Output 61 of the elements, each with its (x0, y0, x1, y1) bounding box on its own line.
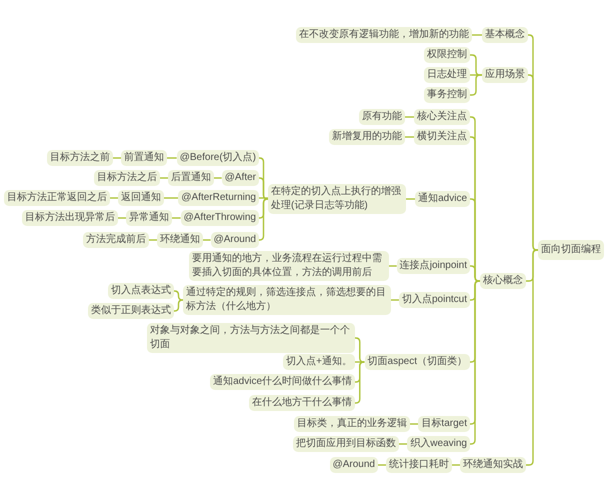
topic-node: 返回通知 (118, 190, 164, 206)
topic-node: 类似于正则表达式 (88, 303, 174, 319)
topic-node: 对象与对象之间，方法与方法之间都是一个个切面 (147, 323, 355, 353)
topic-node: 连接点joinpoint (396, 258, 470, 274)
topic-node: 方法完成前后 (83, 232, 149, 248)
topic-node: 异常通知 (126, 210, 172, 226)
branch-line (470, 265, 480, 282)
topic-node: 权限控制 (424, 47, 470, 63)
topic-node: 切入点+通知。 (283, 354, 355, 370)
topic-node: 后置通知 (168, 170, 214, 186)
topic-node: 核心关注点 (414, 109, 470, 125)
topic-node: 目标类，真正的业务逻辑 (294, 416, 410, 432)
topic-node: 目标方法之后 (94, 170, 160, 186)
topic-node: 横切关注点 (414, 129, 470, 145)
topic-node: @Before(切入点) (176, 150, 259, 166)
topic-node: 核心概念 (480, 273, 526, 289)
branch-line (526, 249, 538, 466)
branch-line (354, 337, 365, 363)
branch-line (472, 34, 482, 36)
topic-node: @AfterThrowing (180, 210, 259, 226)
topic-node: 把切面应用到目标函数 (293, 436, 399, 452)
topic-node: 基本概念 (482, 27, 528, 43)
topic-node: 日志处理 (424, 67, 470, 83)
central-topic: 面向切面编程 (538, 240, 604, 260)
branch-line (174, 290, 184, 301)
topic-node: 在不改变原有逻辑功能，增加新的功能 (296, 27, 472, 43)
topic-node: 前置通知 (121, 150, 167, 166)
branch-line (528, 74, 538, 251)
branch-line (258, 198, 268, 241)
topic-node: 通知advice什么时间做什么事情 (210, 374, 355, 390)
topic-node: @After (222, 170, 259, 186)
branch-line (174, 299, 184, 312)
topic-node: 切面aspect（切面类） (364, 354, 470, 370)
topic-node: 原有功能 (359, 109, 405, 125)
topic-node: @Around (210, 232, 259, 248)
topic-node: 切入点表达式 (108, 283, 174, 299)
topic-node: 织入weaving (407, 436, 470, 452)
topic-node: 通知advice (415, 191, 470, 207)
topic-node: 切入点pointcut (398, 292, 470, 308)
branch-line (406, 198, 416, 200)
branch-line (164, 197, 178, 199)
topic-node: 应用场景 (482, 67, 528, 83)
topic-node: @Around (330, 457, 378, 473)
topic-node: 事务控制 (424, 87, 470, 103)
topic-node: 目标方法之前 (47, 150, 113, 166)
topic-node: 目标方法出现异常后 (22, 210, 118, 226)
topic-node: 在特定的切入点上执行的增强处理(记录日志等功能) (268, 184, 406, 214)
branch-line (470, 54, 482, 76)
topic-node: 环绕通知 (157, 232, 203, 248)
topic-node: 通过特定的规则，筛选连接点，筛选想要的目标方法（什么地方） (183, 285, 391, 315)
topic-node: 环绕通知实战 (460, 457, 526, 473)
topic-node: 目标target (418, 416, 470, 432)
topic-node: 目标方法正常返回之后 (4, 190, 110, 206)
branch-line (167, 157, 177, 159)
branch-line (470, 74, 482, 96)
topic-node: 要用通知的地方，业务流程在运行过程中需要插入切面的具体位置，方法的调用前后 (189, 251, 389, 281)
topic-node: 在什么地方干什么事情 (249, 395, 355, 411)
topic-node: @AfterReturning (178, 190, 259, 206)
branch-line (354, 361, 365, 404)
topic-node: 统计接口耗时 (386, 457, 452, 473)
topic-node: 新增复用的功能 (329, 129, 405, 145)
